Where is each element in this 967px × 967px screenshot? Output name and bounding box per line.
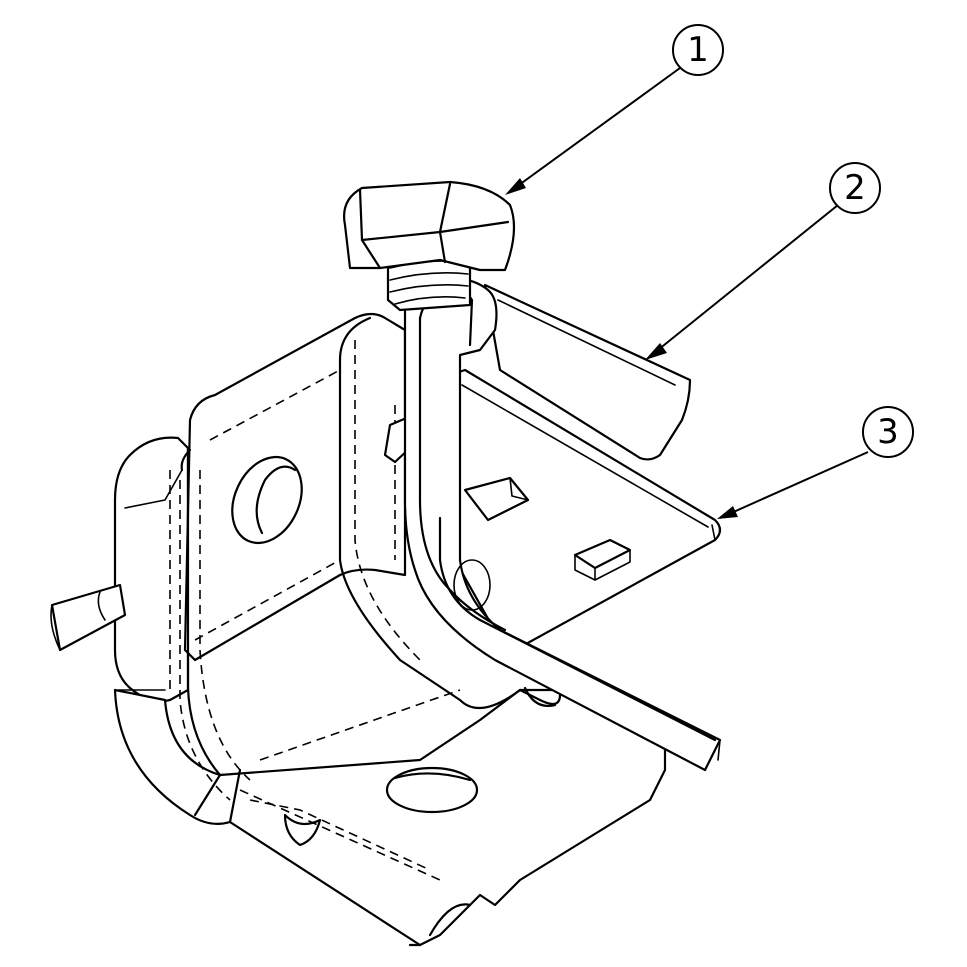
leader-line-2 (647, 204, 839, 359)
callout-1: 1 (505, 24, 724, 195)
arrowhead-1 (505, 178, 526, 195)
callout-2: 2 (645, 162, 881, 360)
leader-line-1 (507, 67, 681, 194)
leader-line-3 (719, 451, 869, 519)
hex-bolt-part-1 (343, 180, 516, 312)
callout-number-3: 3 (877, 412, 899, 452)
balloon-3 (862, 406, 914, 458)
balloon-2 (829, 162, 881, 214)
balloon-1 (672, 24, 724, 76)
callout-number-2: 2 (844, 168, 866, 208)
clamp-body (113, 312, 667, 947)
callout-number-1: 1 (687, 30, 709, 70)
side-pin (50, 583, 127, 652)
callout-3: 3 (717, 406, 914, 519)
arrowhead-2 (645, 343, 667, 360)
arrowhead-3 (717, 506, 738, 519)
j-hook-strap-part-2 (403, 277, 722, 772)
